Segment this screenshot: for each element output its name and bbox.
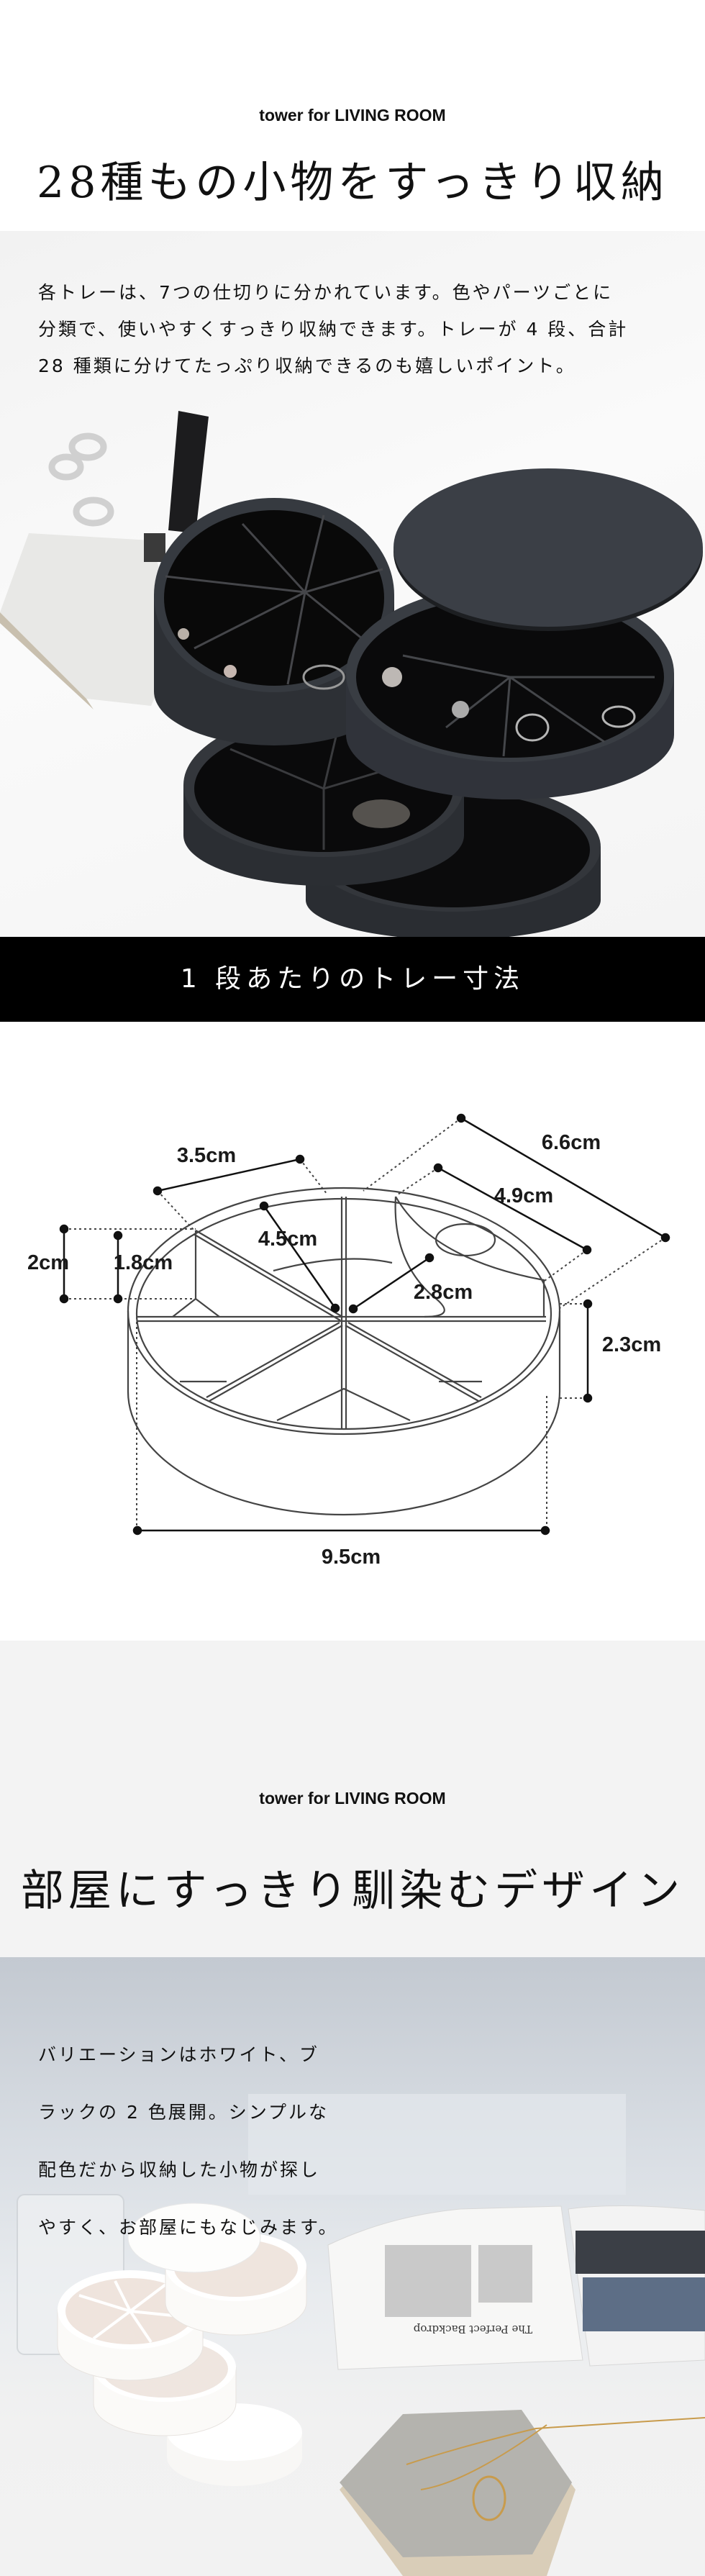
tray-lid	[394, 468, 703, 631]
label-2cm: 2cm	[27, 1251, 69, 1274]
label-3-5cm: 3.5cm	[177, 1144, 236, 1167]
section1-header: tower for LIVING ROOM 28種もの小物をすっきり収納	[0, 0, 705, 231]
tray-rim-inner	[135, 1197, 552, 1430]
black-tray-illustration	[0, 411, 703, 937]
dim-9-5cm	[132, 1525, 550, 1536]
section-heading: 部屋にすっきり馴染むデザイン	[20, 1866, 685, 1916]
tray-upper-left	[154, 498, 394, 745]
dim-2-3cm	[583, 1299, 593, 1403]
section2-description: バリエーションはホワイト、ブ ラックの 2 色展開。シンプルな 配色だから収納し…	[38, 2037, 339, 2267]
white-trays	[57, 2203, 307, 2486]
description-line: 28 種類に分けてたっぷり収納できるのも嬉しいポイント。	[38, 355, 576, 376]
dim-4-5cm	[259, 1201, 340, 1313]
brand-kicker: tower for LIVING ROOM	[259, 106, 446, 124]
dim-4-9cm	[433, 1163, 592, 1255]
dim-2-8cm	[348, 1253, 435, 1314]
dim-6-6cm	[456, 1113, 670, 1243]
dimension-diagram: 2cm 1.8cm 3.5cm 6.6cm 4.9cm 4.5cm 2.8cm …	[0, 1022, 705, 1641]
product-photo-white: The Perfect Backdrop	[0, 1957, 705, 2576]
description-line: 分類で、使いやすくすっきり収納できます。トレーが 4 段、合計	[38, 319, 629, 340]
tray-diagram: 2cm 1.8cm 3.5cm 6.6cm 4.9cm 4.5cm 2.8cm …	[27, 1113, 670, 1569]
label-9-5cm: 9.5cm	[322, 1546, 381, 1569]
magazine-title: The Perfect Backdrop	[414, 2323, 532, 2336]
description-line: 各トレーは、7つの仕切りに分かれています。色やパーツごとに	[38, 282, 614, 303]
section-heading: 28種もの小物をすっきり収納	[37, 158, 668, 208]
band-title: 1 段あたりのトレー寸法	[180, 964, 525, 994]
description-line: やすく、お部屋にもなじみます。	[38, 2217, 339, 2238]
rings	[48, 432, 114, 527]
label-4-9cm: 4.9cm	[494, 1184, 553, 1207]
white-tray-scene: The Perfect Backdrop	[17, 2094, 705, 2576]
product-photo-black	[0, 231, 705, 937]
section1-description: 各トレーは、7つの仕切りに分かれています。色やパーツごとに 分類で、使いやすくす…	[38, 274, 628, 384]
tray-right	[346, 585, 674, 799]
description-line: バリエーションはホワイト、ブ	[38, 2044, 320, 2065]
label-2-8cm: 2.8cm	[414, 1281, 473, 1304]
tray-rim-outer	[127, 1187, 561, 1436]
section2-header: tower for LIVING ROOM 部屋にすっきり馴染むデザイン	[0, 1641, 705, 1957]
label-1-8cm: 1.8cm	[114, 1251, 173, 1274]
label-6-6cm: 6.6cm	[542, 1131, 601, 1154]
dim-3-5cm	[153, 1154, 305, 1196]
hex-tile	[340, 2410, 705, 2576]
description-line: ラックの 2 色展開。シンプルな	[38, 2102, 329, 2123]
brand-kicker: tower for LIVING ROOM	[259, 1789, 446, 1808]
dim-2cm	[59, 1224, 69, 1304]
watch-strap	[168, 411, 209, 533]
description-line: 配色だから収納した小物が探し	[38, 2159, 321, 2180]
hex-plate	[0, 533, 180, 706]
dim-1-8cm	[113, 1230, 123, 1304]
dimension-band: 1 段あたりのトレー寸法	[0, 937, 705, 1022]
label-4-5cm: 4.5cm	[258, 1228, 317, 1251]
tray-body-outline	[127, 1311, 561, 1516]
magazine: The Perfect Backdrop	[327, 2205, 705, 2370]
dividers	[137, 1196, 546, 1430]
label-2-3cm: 2.3cm	[602, 1333, 661, 1356]
